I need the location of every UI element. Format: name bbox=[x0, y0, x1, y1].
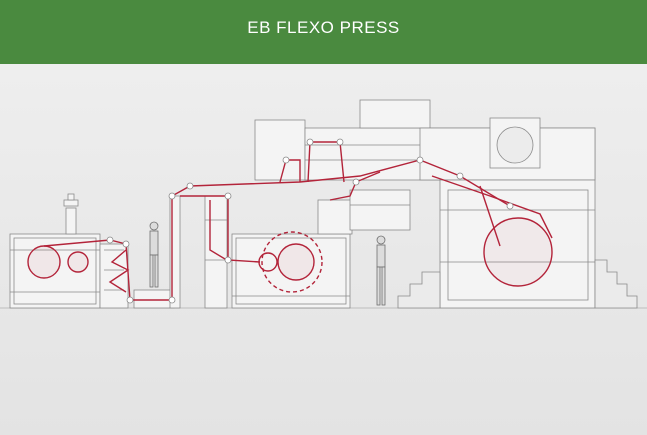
access-stairs-right bbox=[594, 259, 638, 309]
central-impression-unit bbox=[254, 99, 596, 309]
operator-figure bbox=[149, 221, 159, 288]
web-path bbox=[27, 141, 553, 301]
unwind-unit bbox=[9, 193, 129, 309]
print-station bbox=[231, 199, 353, 309]
page-title: EB FLEXO PRESS bbox=[247, 18, 400, 37]
machine-diagram-area bbox=[0, 64, 647, 435]
operator-figure bbox=[376, 235, 386, 306]
flexo-press-diagram bbox=[0, 99, 647, 309]
header-bar: EB FLEXO PRESS bbox=[0, 0, 647, 64]
access-stairs-left bbox=[397, 271, 441, 309]
guide-rollers bbox=[106, 138, 514, 304]
